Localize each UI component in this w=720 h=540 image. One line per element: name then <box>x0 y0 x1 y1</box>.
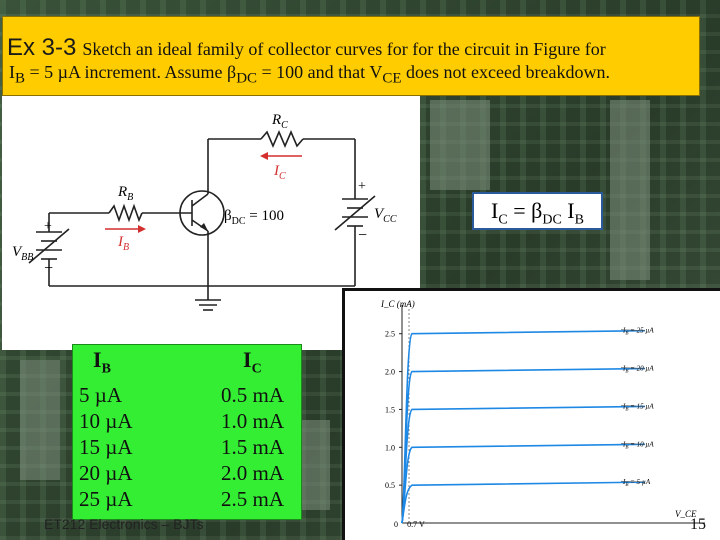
ib-value: 10 µA <box>79 409 133 434</box>
ic-value: 2.0 mA <box>221 461 284 486</box>
vbb-minus-sign: − <box>44 260 53 277</box>
title-text-part: = 5 µA increment. Assume β <box>25 62 237 82</box>
ib-value: 20 µA <box>79 461 133 486</box>
ic-label: IC <box>273 163 286 182</box>
formula-ib: I <box>561 198 575 223</box>
formula-equals-beta: = β <box>507 198 543 223</box>
collector-curves-chart: I_C (mA) V_CE 0.5 1.0 1.5 2.0 2.5 0 0.7 V IB =… <box>380 299 705 529</box>
curve-label: IB = 15 µA <box>622 402 654 412</box>
y-tick-label: 2.0 <box>385 368 395 377</box>
curve-label: IB = 20 µA <box>622 365 654 375</box>
vcc-minus-sign: − <box>358 227 367 244</box>
ib-value: 5 µA <box>79 383 123 408</box>
example-number: Ex 3-3 <box>7 34 77 61</box>
collector-curves-panel: I_C (mA) V_CE 0.5 1.0 1.5 2.0 2.5 0 0.7 V IB =… <box>342 288 720 540</box>
board-chip <box>610 100 650 280</box>
board-chip <box>430 100 490 190</box>
vcc-label: VCC <box>374 206 397 225</box>
formula-subscript: C <box>498 212 508 228</box>
label-leader <box>620 480 646 483</box>
y-tick-label: 1.0 <box>385 443 395 452</box>
title-subscript: B <box>15 70 26 87</box>
title-symbol: I <box>9 62 15 82</box>
rc-label: RC <box>271 112 288 131</box>
ic-value: 1.0 mA <box>221 409 284 434</box>
board-chip <box>20 360 60 480</box>
ic-column: IC 0.5 mA 1.0 mA 1.5 mA 2.0 mA 2.5 mA <box>221 347 284 512</box>
title-subscript: CE <box>382 70 402 87</box>
curve-label: IB = 5 µA <box>622 478 651 488</box>
vcc-plus-sign: + <box>358 179 366 194</box>
x-tick-label: 0 <box>394 520 398 529</box>
ib-ic-table: IB 5 µA 10 µA 15 µA 20 µA 25 µA IC 0.5 m… <box>72 344 302 520</box>
title-line-2: IB = 5 µA increment. Assume βDC = 100 an… <box>9 62 610 88</box>
ic-value: 2.5 mA <box>221 487 284 512</box>
vbb-label: VBB <box>12 244 33 263</box>
ic-header: IC <box>243 347 262 377</box>
ib-header: IB <box>93 347 111 377</box>
y-tick-label: 0.5 <box>385 481 395 490</box>
title-text: Sketch an ideal family of collector curv… <box>82 39 606 59</box>
board-chip <box>300 420 330 510</box>
label-leader <box>620 367 646 369</box>
y-tick-label: 1.5 <box>385 405 395 414</box>
curve-label: IB = 10 µA <box>622 440 654 450</box>
ib-value: 25 µA <box>79 487 133 512</box>
ic-value: 1.5 mA <box>221 435 284 460</box>
ib-value: 15 µA <box>79 435 133 460</box>
ib-label: IB <box>117 234 129 253</box>
y-tick-label: 2.5 <box>385 330 395 339</box>
title-text-part: = 100 and that V <box>257 62 383 82</box>
ic-formula-box: IC = βDC IB <box>472 192 603 230</box>
beta-label: βDC = 100 <box>224 208 284 227</box>
formula-ic: I <box>491 198 499 223</box>
ib-column: IB 5 µA 10 µA 15 µA 20 µA 25 µA <box>79 347 133 512</box>
collector-curve <box>401 329 646 524</box>
label-leader <box>620 329 646 332</box>
label-leader <box>620 405 646 407</box>
label-leader <box>620 442 646 445</box>
formula-subscript: B <box>574 212 584 228</box>
title-subscript: DC <box>236 70 258 87</box>
formula-subscript: DC <box>542 212 562 228</box>
x-tick-label: 0.7 V <box>407 520 425 529</box>
collector-curve <box>401 405 646 524</box>
vbb-plus-sign: + <box>44 219 52 234</box>
title-text-part: does not exceed breakdown. <box>401 62 610 82</box>
curve-label: IB = 25 µA <box>622 327 654 337</box>
rb-label: RB <box>117 184 133 203</box>
footer-course-label: ET212 Electronics – BJTs <box>44 516 204 532</box>
collector-curve <box>401 481 646 524</box>
ic-value: 0.5 mA <box>221 383 284 408</box>
transistor-circuit-schematic: RC IC RB IB βDC = 100 VBB VCC + − + − <box>12 112 397 311</box>
page-number: 15 <box>690 516 706 533</box>
y-axis-label: I_C (mA) <box>380 299 415 309</box>
x-axis-label: V_CE <box>675 509 697 519</box>
